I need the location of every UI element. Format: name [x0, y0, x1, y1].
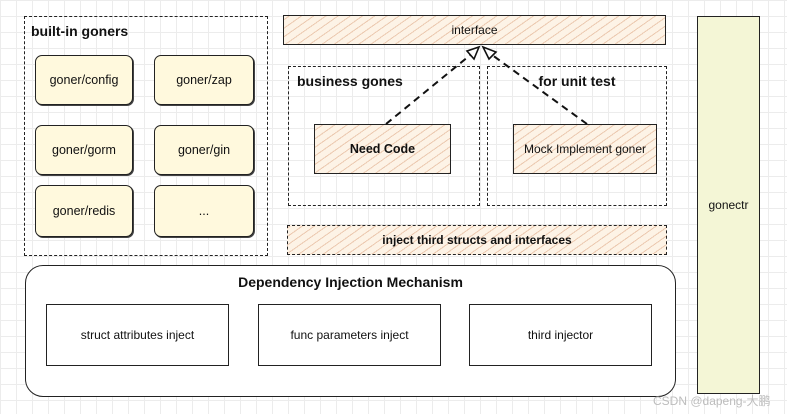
goner-gin: goner/gin — [154, 125, 254, 175]
need-code-box: Need Code — [314, 124, 451, 174]
unit-test-group: for unit test — [487, 66, 667, 206]
business-gones-title: business gones — [297, 73, 403, 89]
interface-label: interface — [451, 23, 498, 37]
goner-config: goner/config — [35, 55, 133, 105]
mock-implement-label: Mock Implement goner — [523, 142, 647, 156]
gonectr-column: gonectr — [697, 16, 760, 394]
interface-bar: interface — [283, 15, 666, 45]
goner-more: ... — [154, 185, 254, 237]
interface-arrowhead-right — [481, 45, 498, 61]
need-code-label: Need Code — [349, 142, 416, 156]
inject-third-label: inject third structs and interfaces — [382, 233, 572, 247]
goner-redis: goner/redis — [35, 185, 133, 237]
gonectr-label: gonectr — [708, 198, 749, 212]
third-injector: third injector — [469, 304, 652, 366]
goner-gorm: goner/gorm — [35, 125, 133, 175]
mock-to-interface-arrow — [487, 51, 588, 125]
mock-implement-box: Mock Implement goner — [513, 124, 657, 174]
di-mechanism-title: Dependency Injection Mechanism — [238, 274, 463, 290]
watermark: CSDN @dapeng-大鹏 — [653, 394, 771, 408]
builtin-goners-group: built-in goners — [24, 16, 268, 256]
goner-zap: goner/zap — [154, 55, 254, 105]
need-code-to-interface-arrow — [385, 51, 475, 125]
interface-arrowhead-left — [465, 45, 481, 61]
unit-test-title: for unit test — [538, 73, 616, 89]
struct-attributes-inject: struct attributes inject — [46, 304, 229, 366]
builtin-goners-title: built-in goners — [31, 23, 129, 39]
business-gones-group: business gones — [288, 66, 480, 206]
func-parameters-inject: func parameters inject — [258, 304, 441, 366]
inject-third-bar: inject third structs and interfaces — [287, 225, 667, 255]
